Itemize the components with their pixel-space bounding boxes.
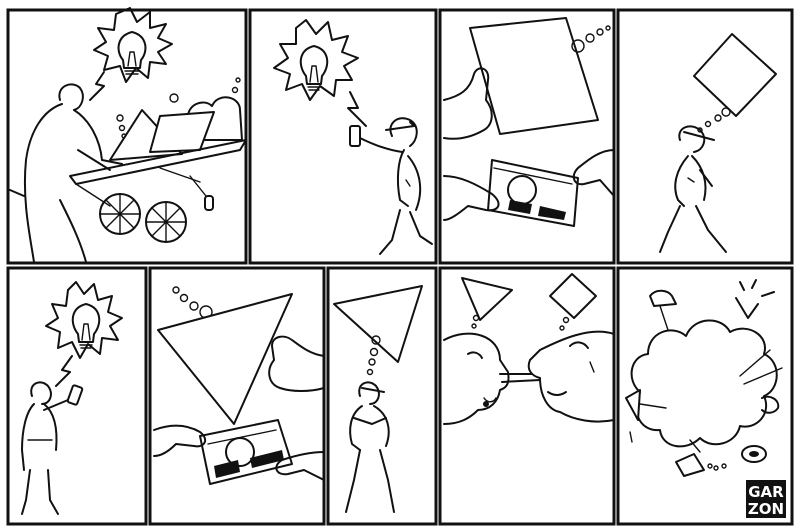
lightbulb-icon (117, 31, 147, 75)
flying-leg (735, 279, 775, 319)
flying-hat (741, 445, 767, 463)
hand-receiving-money (443, 175, 500, 221)
stare-lines (499, 373, 541, 383)
panel-4 (616, 8, 794, 265)
fight-dust-cloud (630, 319, 778, 448)
hand-giving-money (153, 424, 207, 457)
panel-2 (248, 8, 438, 265)
head-left-angry (443, 332, 510, 425)
square-thought (469, 17, 599, 135)
signature-line-2: ZON (748, 500, 784, 518)
signature-line-1: GAR (748, 483, 784, 501)
spray-can (349, 125, 361, 147)
head-right-angry (527, 330, 615, 423)
man-pushing-cart (9, 83, 123, 263)
idea-burst (273, 19, 359, 101)
idea-burst (45, 281, 123, 359)
panel-7 (326, 266, 438, 526)
artist-signature: GAR ZON (746, 480, 786, 518)
cart (69, 139, 247, 185)
lightbulb-icon (71, 303, 101, 349)
panel-9: GAR ZON (616, 266, 794, 526)
hand-giving-money (572, 149, 615, 197)
square-thought (693, 33, 777, 117)
hand-holding-square (443, 67, 493, 140)
square-thought (549, 273, 597, 319)
man-hands-on-chest (345, 381, 395, 513)
man-walking-happy (659, 125, 727, 253)
hand-holding-triangle (268, 335, 325, 392)
spray-can (66, 384, 84, 406)
idea-lightning (55, 355, 73, 387)
triangle-thought (461, 277, 513, 321)
lightbulb-icon (299, 45, 329, 91)
idea-lightning (89, 71, 105, 101)
broken-square (675, 453, 705, 477)
triangle-thought (157, 293, 293, 425)
panel-1 (6, 7, 248, 265)
panel-5 (6, 266, 148, 526)
panel-3 (438, 8, 616, 265)
hand-receiving-money (275, 451, 325, 481)
broken-triangle (625, 389, 641, 421)
flying-fist (761, 395, 780, 414)
man-with-spray-can (359, 117, 433, 255)
flying-shoe (649, 289, 677, 307)
triangle-thought (333, 285, 423, 363)
panel-6 (148, 266, 326, 526)
banknote (199, 419, 293, 485)
panel-8 (438, 266, 616, 526)
man-in-overalls (21, 381, 69, 515)
idea-lightning (347, 91, 367, 127)
idea-burst (93, 7, 173, 83)
